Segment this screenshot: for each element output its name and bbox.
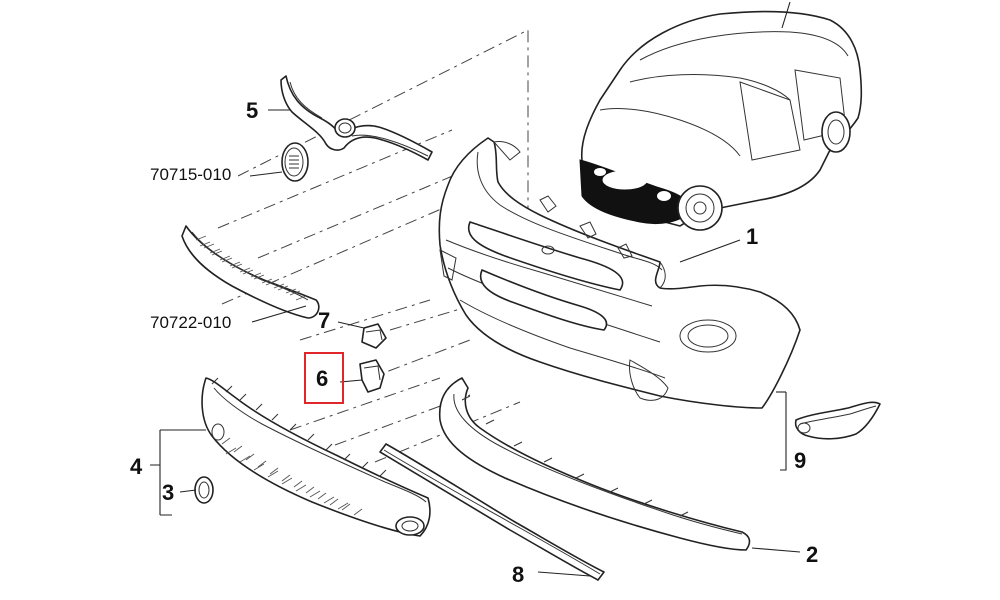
part-labels: 5 70715-010 70722-010 7 6 4 3 1 2 8 9: [130, 98, 818, 587]
label-5: 5: [246, 98, 258, 123]
label-grille-code: 70722-010: [150, 313, 231, 332]
bumper-cover-part-1[interactable]: [438, 137, 801, 409]
emblem-part[interactable]: [281, 142, 309, 182]
bracket-part-7[interactable]: [361, 323, 387, 349]
label-6: 6: [316, 366, 328, 391]
tow-hook-cap-part-3[interactable]: [194, 476, 214, 504]
label-1: 1: [746, 224, 758, 249]
highlight-box: [304, 352, 344, 404]
label-4: 4: [130, 454, 143, 479]
label-3: 3: [162, 480, 174, 505]
label-emblem-code: 70715-010: [150, 165, 231, 184]
lower-spoiler-part-2[interactable]: [438, 377, 751, 551]
vehicle-reference-illustration: [579, 1, 863, 231]
bracket-part-6[interactable]: [359, 359, 385, 393]
label-2: 2: [806, 542, 818, 567]
label-7: 7: [318, 308, 330, 333]
upper-trim-part-5[interactable]: [280, 75, 433, 161]
lower-grille-part-4[interactable]: [201, 377, 431, 537]
side-bracket-part-9[interactable]: [794, 401, 881, 440]
lower-strip-part-8[interactable]: [379, 443, 605, 581]
label-9: 9: [794, 448, 806, 473]
label-8: 8: [512, 562, 524, 587]
upper-grille-part[interactable]: [181, 225, 320, 319]
